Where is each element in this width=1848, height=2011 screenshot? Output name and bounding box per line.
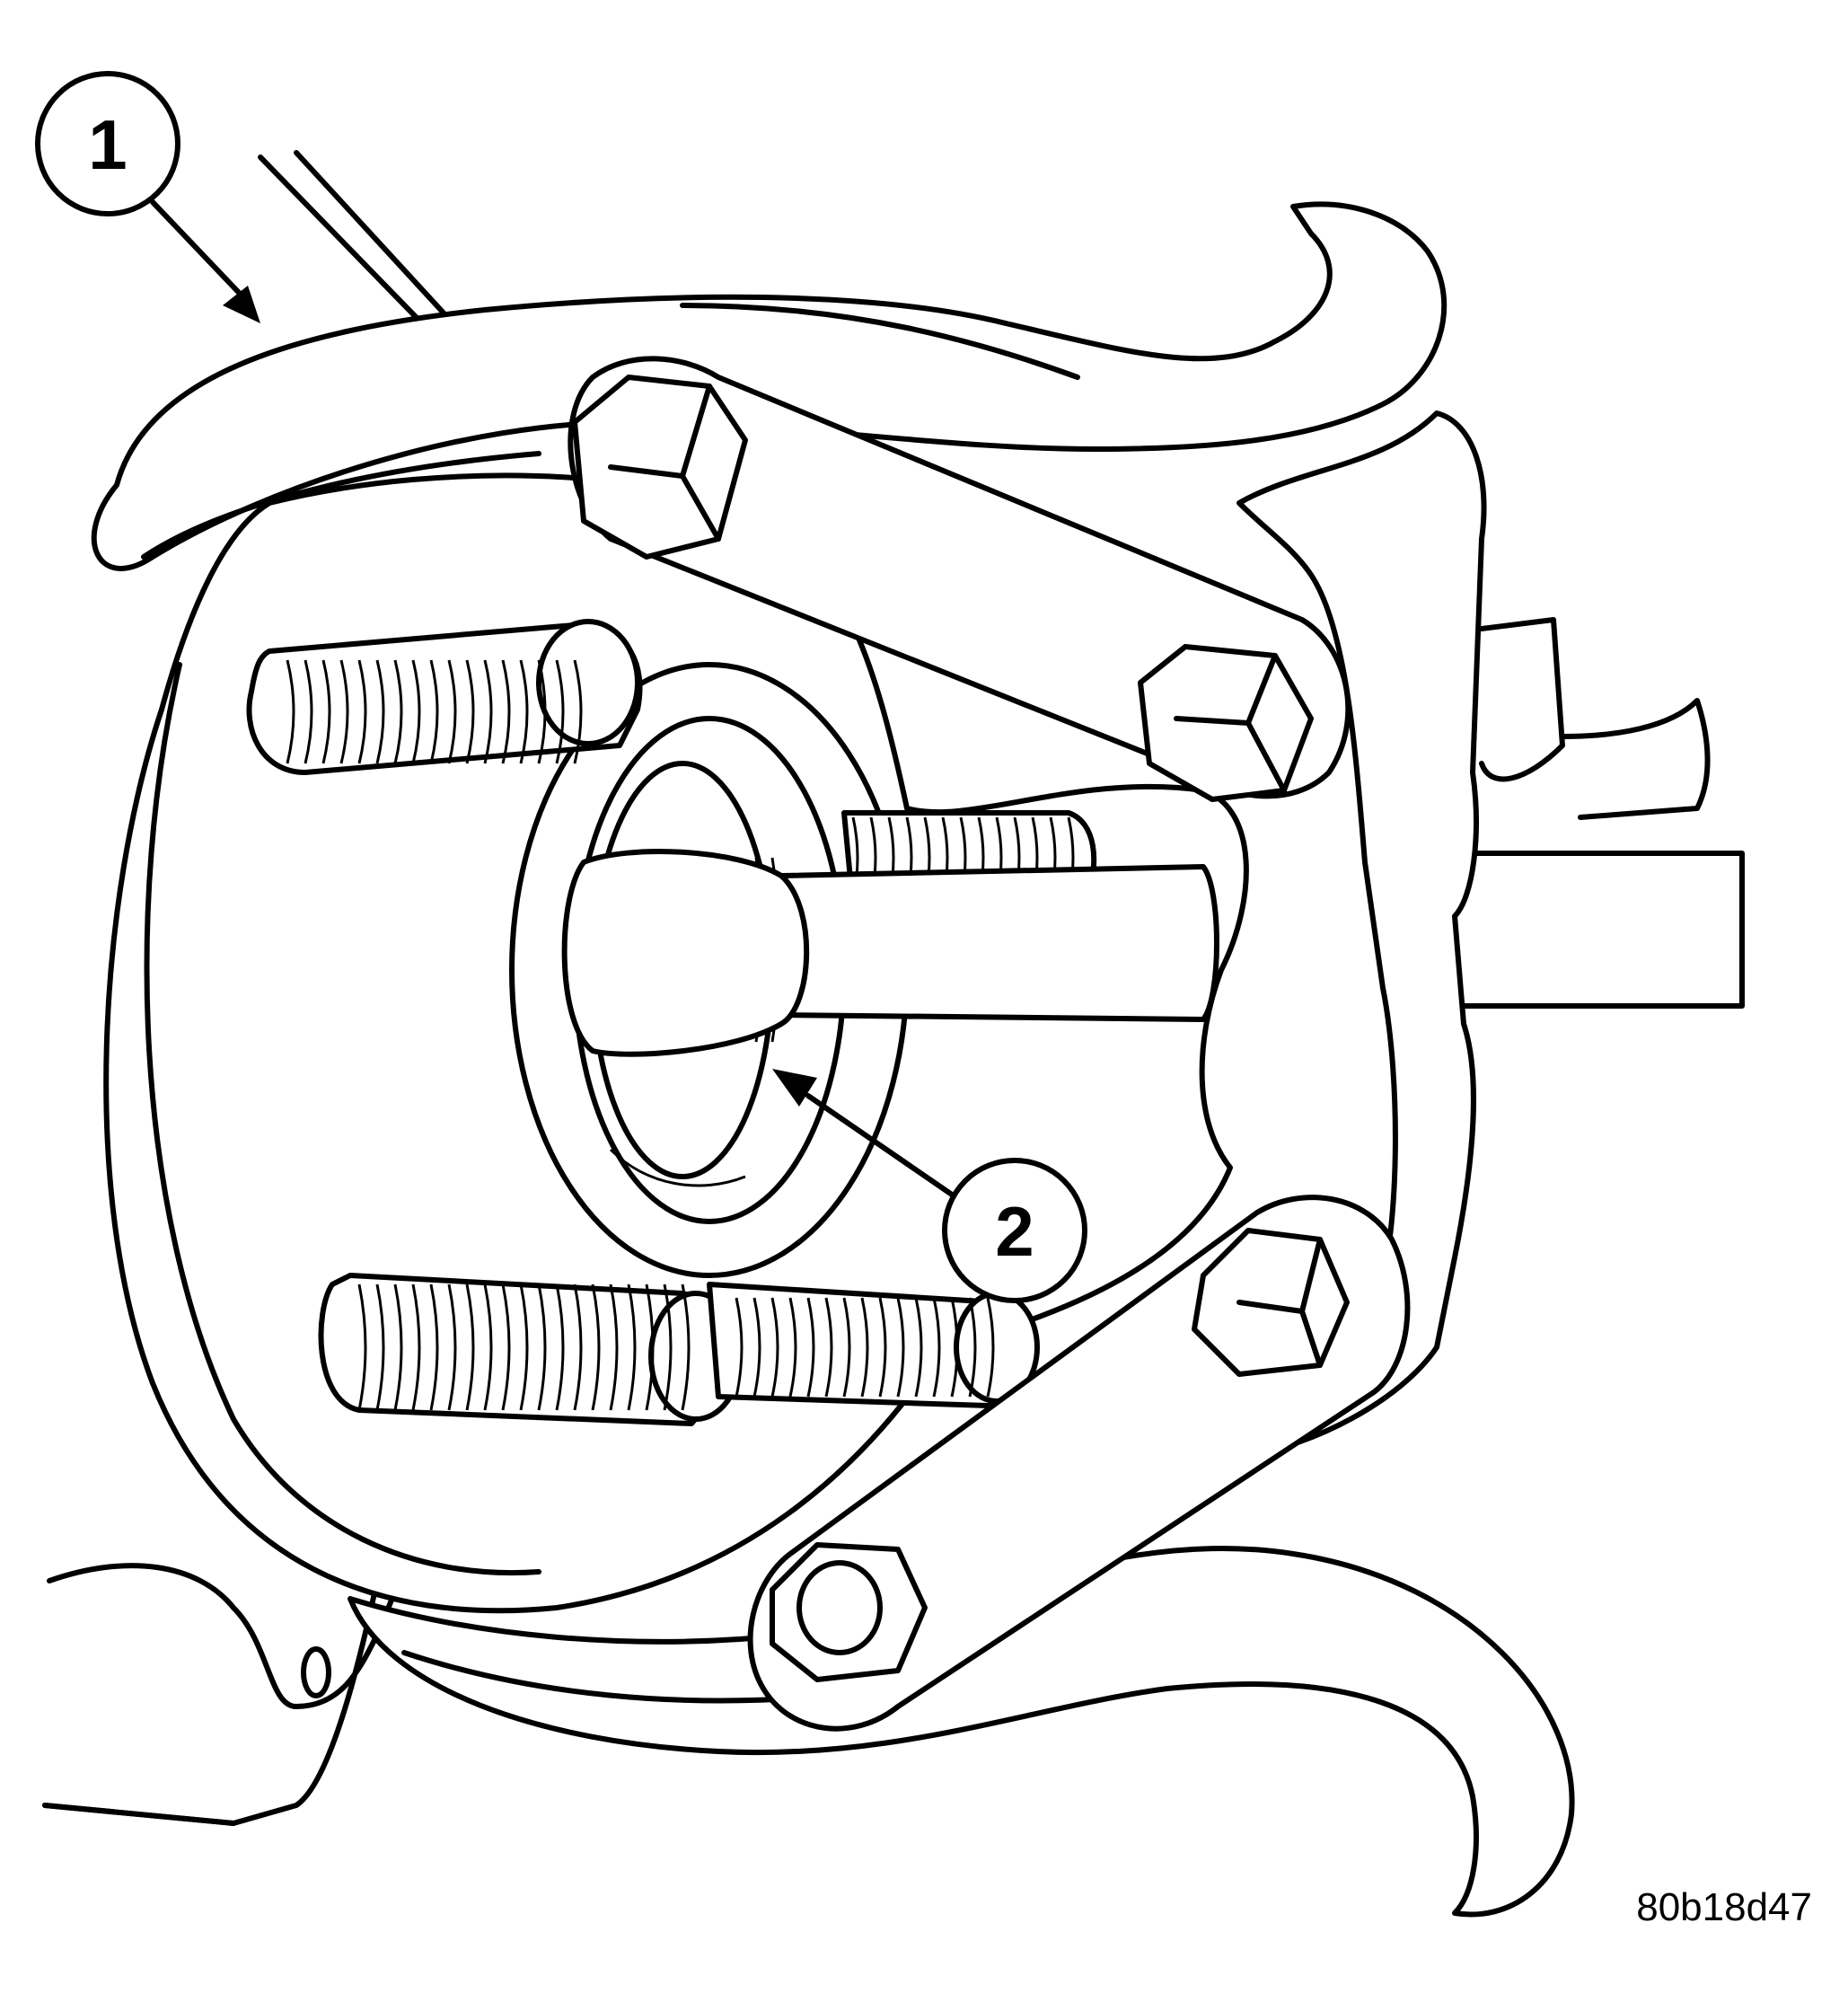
thread-line: [663, 1283, 673, 1411]
thread-line: [878, 1297, 887, 1398]
arm-bolt-upper-left: [572, 375, 748, 560]
thread-line: [770, 1297, 779, 1398]
thread-line: [752, 1297, 761, 1398]
steering-knuckle-upper: [258, 150, 452, 326]
thread-line: [393, 1283, 403, 1411]
thread-line: [788, 1297, 797, 1398]
wheel-stud-lower-right: [707, 1282, 1040, 1408]
thread-line: [519, 659, 529, 764]
thread-line: [519, 1283, 529, 1411]
thread-line: [483, 659, 493, 764]
thread-line: [537, 1283, 547, 1411]
thread-line: [950, 1297, 959, 1398]
thread-line: [357, 659, 367, 764]
thread-line: [573, 1283, 583, 1411]
thread-line: [501, 659, 511, 764]
callout-1-leader: [150, 199, 245, 299]
thread-line: [465, 659, 475, 764]
thread-line: [501, 1283, 511, 1411]
arm-bolt-upper-right: [1138, 644, 1314, 802]
callout-2: 2: [772, 1069, 1087, 1303]
thread-line: [986, 1297, 995, 1398]
thread-line: [429, 659, 439, 764]
thread-line: [411, 659, 421, 764]
arm-bolt-lower-left: [770, 1542, 928, 1682]
thread-line: [447, 1283, 457, 1411]
thread-line: [627, 1283, 637, 1411]
thread-line: [555, 1283, 565, 1411]
thread-line: [465, 1283, 475, 1411]
thread-line: [932, 1297, 941, 1398]
arm-bolt-lower-right: [1192, 1228, 1350, 1377]
thread-line: [447, 659, 457, 764]
puller-body: [1236, 410, 1711, 1458]
thread-line: [429, 1283, 439, 1411]
thread-line: [375, 659, 385, 764]
thread-line: [321, 659, 331, 764]
thread-line: [609, 1283, 619, 1411]
thread-line: [842, 1297, 851, 1398]
callout-2-label: 2: [995, 1192, 1034, 1271]
wheel-stud-lower-left: [318, 1273, 744, 1426]
thread-line: [537, 659, 547, 764]
thread-line: [411, 1283, 421, 1411]
thread-line: [357, 1283, 367, 1411]
thread-line: [339, 659, 349, 764]
thread-line: [914, 1297, 923, 1398]
thread-line: [483, 1283, 493, 1411]
thread-line: [286, 659, 295, 764]
steering-knuckle-lower: [42, 1524, 425, 1826]
thread-line: [573, 659, 583, 764]
thread-line: [896, 1297, 905, 1398]
thread-line: [824, 1297, 833, 1398]
callout-2-arrowhead: [772, 1069, 817, 1107]
thread-line: [375, 1283, 385, 1411]
callout-2-leader: [805, 1093, 955, 1197]
thread-line: [304, 659, 313, 764]
figure-id: 80b18d47: [1636, 1885, 1812, 1929]
callout-1-arrowhead: [223, 286, 260, 323]
thread-line: [681, 1283, 691, 1411]
callout-1-label: 1: [88, 105, 127, 184]
thread-line: [968, 1297, 977, 1398]
thread-line: [806, 1297, 815, 1398]
puller-upper-jaw: [91, 201, 1448, 571]
thread-line: [645, 1283, 655, 1411]
thread-line: [393, 659, 403, 764]
thread-line: [555, 659, 565, 764]
thread-line: [860, 1297, 869, 1398]
thread-line: [591, 1283, 601, 1411]
thread-line: [735, 1297, 744, 1398]
callout-1: 1: [35, 71, 260, 323]
